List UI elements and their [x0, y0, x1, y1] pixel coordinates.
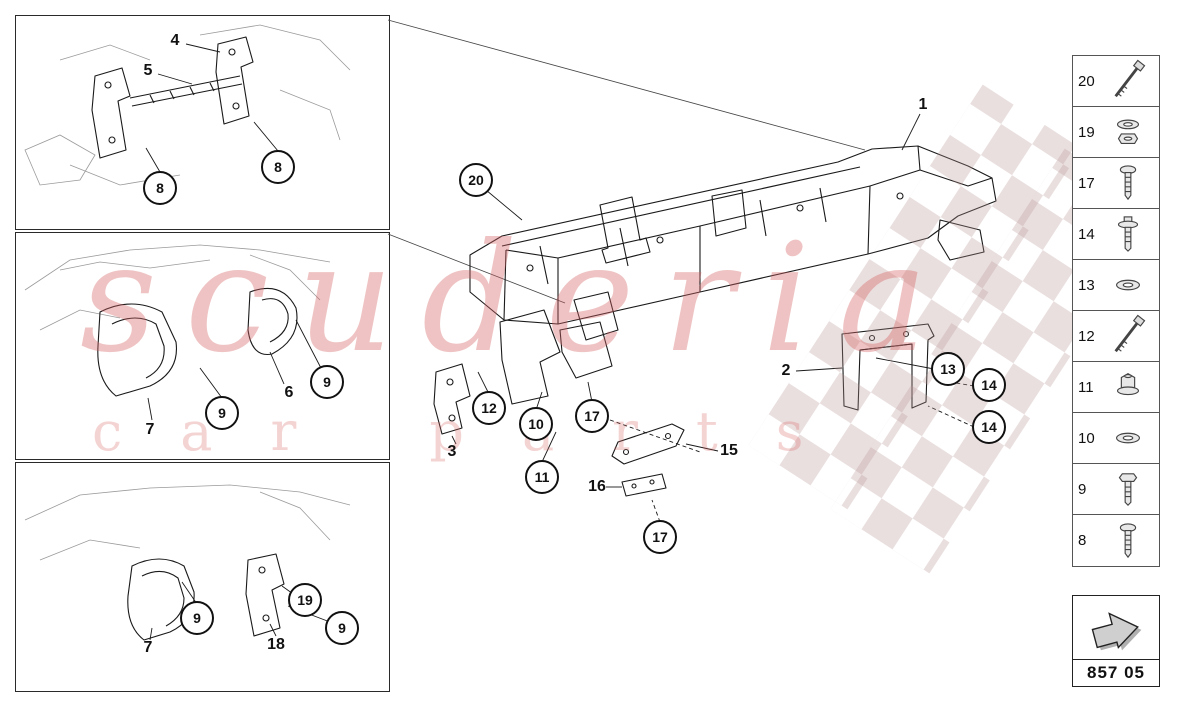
fastener-row-11[interactable]: 11	[1073, 362, 1159, 413]
callout-14[interactable]: 14	[972, 368, 1006, 402]
callout-4[interactable]: 4	[170, 32, 180, 49]
callout-8[interactable]: 8	[143, 171, 177, 205]
callout-19[interactable]: 19	[288, 583, 322, 617]
flange-nut-icon	[1102, 364, 1154, 410]
callout-17[interactable]: 17	[643, 520, 677, 554]
callout-20[interactable]: 20	[459, 163, 493, 197]
callout-13[interactable]: 13	[931, 352, 965, 386]
flanged-screw-icon	[1102, 211, 1154, 257]
fastener-row-10[interactable]: 10	[1073, 413, 1159, 464]
callout-6[interactable]: 6	[284, 384, 294, 401]
long-bolt-icon	[1102, 58, 1154, 104]
fastener-row-12[interactable]: 12	[1073, 311, 1159, 362]
pan-screw-icon	[1102, 160, 1154, 206]
fastener-row-8[interactable]: 8	[1073, 515, 1159, 566]
fastener-row-9[interactable]: 9	[1073, 464, 1159, 515]
fastener-row-13[interactable]: 13	[1073, 260, 1159, 311]
detail-panel-middle	[15, 232, 390, 460]
fastener-number: 9	[1078, 480, 1087, 498]
washer-stack-icon	[1102, 109, 1154, 155]
detail-panel-bottom	[15, 462, 390, 692]
callout-16[interactable]: 16	[588, 478, 606, 495]
detail-panel-top	[15, 15, 390, 230]
hex-bolt-icon	[1102, 466, 1154, 512]
fastener-number: 12	[1078, 327, 1095, 345]
callout-10[interactable]: 10	[519, 407, 553, 441]
callout-15[interactable]: 15	[720, 442, 738, 459]
callout-7[interactable]: 7	[143, 639, 153, 656]
fastener-number: 19	[1078, 123, 1095, 141]
callout-17[interactable]: 17	[575, 399, 609, 433]
long-bolt-icon	[1102, 313, 1154, 359]
fastener-number: 20	[1078, 72, 1095, 90]
callout-14[interactable]: 14	[972, 410, 1006, 444]
callout-9[interactable]: 9	[310, 365, 344, 399]
fastener-row-19[interactable]: 19	[1073, 107, 1159, 158]
callout-1[interactable]: 1	[918, 96, 928, 113]
callout-12[interactable]: 12	[472, 391, 506, 425]
fastener-row-17[interactable]: 17	[1073, 158, 1159, 209]
fastener-table: 20 19 17 14 13 12 11 10 9 8	[1072, 55, 1160, 567]
arrow-ne-icon[interactable]	[1073, 596, 1159, 660]
fastener-row-20[interactable]: 20	[1073, 56, 1159, 107]
callout-18[interactable]: 18	[267, 636, 285, 653]
fastener-number: 13	[1078, 276, 1095, 294]
page-code: 857 05	[1087, 663, 1145, 682]
fastener-number: 10	[1078, 429, 1095, 447]
callout-9[interactable]: 9	[180, 601, 214, 635]
callout-5[interactable]: 5	[143, 62, 153, 79]
callout-9[interactable]: 9	[325, 611, 359, 645]
callout-2[interactable]: 2	[781, 362, 791, 379]
fastener-number: 17	[1078, 174, 1095, 192]
page-nav-box[interactable]: 857 05	[1072, 595, 1160, 687]
fastener-number: 14	[1078, 225, 1095, 243]
callout-11[interactable]: 11	[525, 460, 559, 494]
washer-icon	[1102, 415, 1154, 461]
washer-icon	[1102, 262, 1154, 308]
fastener-number: 11	[1078, 378, 1094, 396]
fastener-number: 8	[1078, 532, 1087, 549]
pan-screw-icon	[1102, 518, 1154, 564]
fastener-row-14[interactable]: 14	[1073, 209, 1159, 260]
callout-3[interactable]: 3	[447, 443, 457, 460]
callout-7[interactable]: 7	[145, 421, 155, 438]
callout-8[interactable]: 8	[261, 150, 295, 184]
callout-9[interactable]: 9	[205, 396, 239, 430]
